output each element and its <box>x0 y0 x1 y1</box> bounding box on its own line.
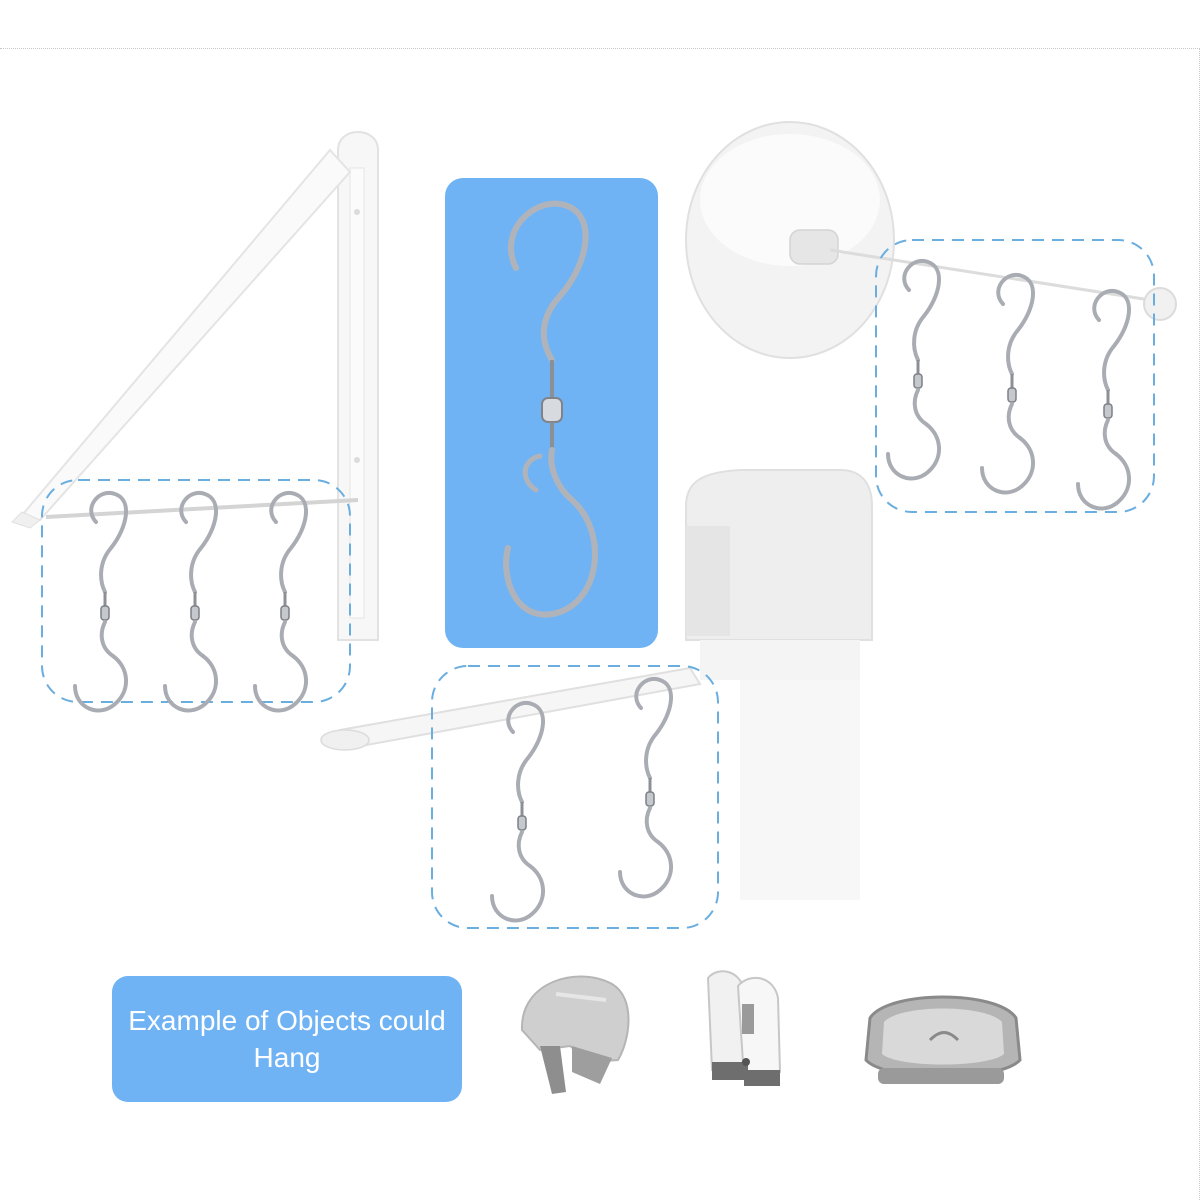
featured-swivel-hook <box>503 200 598 618</box>
top-right-hooks <box>886 258 1132 511</box>
left-hooks <box>73 490 309 713</box>
caption-badge: Example of Objects could Hang <box>112 976 462 1102</box>
retractable-box <box>320 469 873 900</box>
helmet-icon <box>520 975 630 1094</box>
top-right-hooks-outline <box>875 239 1155 513</box>
bottom-hooks-outline <box>431 665 719 929</box>
top-border <box>0 48 1200 49</box>
left-hooks-outline <box>41 479 351 703</box>
gloves-icon <box>706 970 782 1086</box>
retractable-reel <box>685 121 1177 359</box>
folding-wall-rack <box>11 131 379 641</box>
caption-text: Example of Objects could Hang <box>128 1005 446 1073</box>
goggles-icon <box>864 995 1022 1084</box>
